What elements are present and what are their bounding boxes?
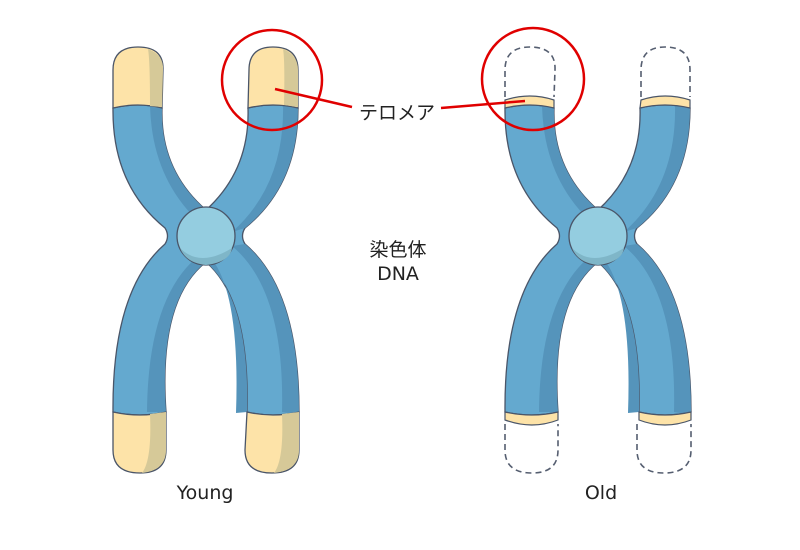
- young-telomere-highlight-circle: [220, 28, 324, 132]
- old-telomere-highlight-circle: [480, 26, 586, 132]
- chromosome-label: 染色体: [369, 239, 427, 261]
- old-short-telomere-caps: [504, 95, 692, 426]
- young-label: Young: [176, 482, 234, 504]
- telomere-pointer-left: [274, 87, 353, 109]
- dna-label: DNA: [377, 263, 419, 285]
- old-chromosome: [504, 46, 692, 474]
- old-label: Old: [584, 482, 618, 504]
- young-chromosome: [112, 46, 300, 474]
- telomere-pointer-right: [440, 99, 526, 110]
- telomere-label: テロメア: [358, 102, 436, 124]
- young-telomere-caps: [112, 46, 300, 474]
- old-lost-telomere-outlines: [504, 46, 692, 474]
